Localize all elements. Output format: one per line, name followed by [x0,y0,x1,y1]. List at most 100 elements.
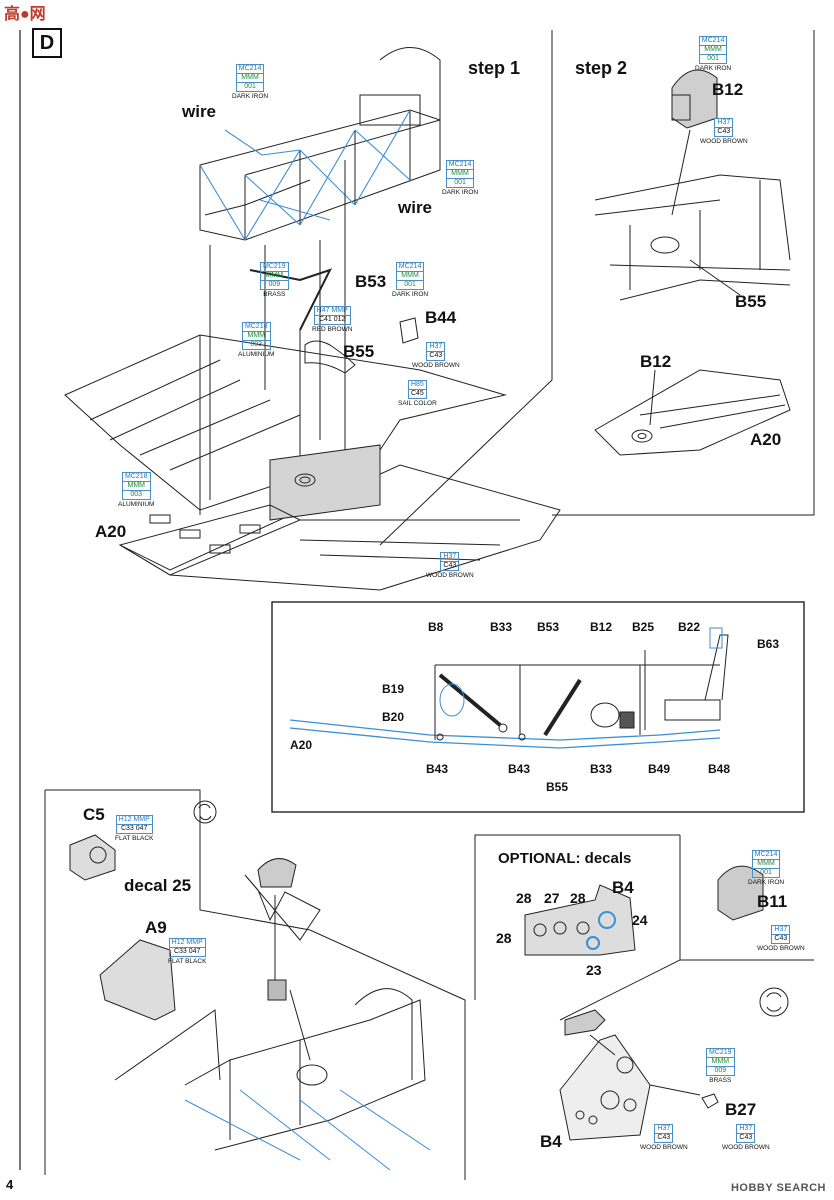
c5-part [69,834,116,881]
paint-name: ALUMINIUM [118,501,155,508]
paint-code: 009 [714,1067,727,1074]
paint-name: WOOD BROWN [426,572,474,579]
paint-code: C43 [443,562,457,569]
part-label-b55: B55 [343,342,375,361]
detail-label-b33: B33 [490,620,513,634]
paint-code: MMM [396,272,424,281]
a9-part [99,939,176,1021]
part-label-b55-step2: B55 [735,292,767,311]
part-label-a20-step2: A20 [750,430,782,449]
b4-panel [559,1009,719,1141]
decal-25-label: decal 25 [124,876,192,895]
paint-code: H37 [737,1125,755,1134]
paint-code: H37 [655,1125,673,1134]
paint-code: 003 [130,491,143,498]
paint-code: C43 [429,352,443,359]
paint-code: MC214 [752,851,780,860]
paint-code: C41 012 [318,316,346,323]
cockpit-lower-wires [184,1089,431,1171]
part-label-a9: A9 [145,918,167,937]
paint-code: 001 [707,55,719,62]
paint-code: MMM [236,74,264,83]
fuselage-frame [199,47,441,241]
paint-code: C45 [410,390,424,397]
wire-label: wire [398,198,433,217]
paint-code: MMM [699,46,727,55]
paint-name: DARK IRON [232,93,269,100]
paint-code: 001 [404,281,416,288]
paint-code: MMM [446,170,474,179]
detail-label-b63: B63 [757,637,780,651]
detail-box [271,601,805,813]
step-2-title: step 2 [575,58,628,78]
paint-name: DARK IRON [748,879,785,886]
part-label-a20: A20 [95,522,127,541]
cockpit-lower [184,988,426,1151]
decal-number: 27 [544,890,560,906]
paint-code: C33 047 [173,948,201,955]
part-label-b4-bottom: B4 [540,1132,562,1151]
decal-number: 24 [632,912,648,928]
paint-code: C43 [774,935,788,942]
paint-code: H85 [408,381,426,390]
paint-code: H37 [427,343,445,352]
step-1-title: step 1 [468,58,521,78]
paint-code: 001 [454,179,466,186]
optional-decals-title: OPTIONAL: decals [498,850,632,867]
paint-code: MMM [242,332,270,341]
rigging-wires [199,109,411,241]
paint-name: DARK IRON [442,189,479,196]
paint-code: MC219 [261,263,288,272]
paint-code: C33 047 [120,825,148,832]
decal-number: 28 [570,890,586,906]
b12-knob [671,69,718,129]
b11-knob-right [717,865,764,921]
decal-number: 28 [516,890,532,906]
detail-label-b43: B43 [426,762,449,776]
detail-label-b33-2: B33 [590,762,613,776]
part-label-b44: B44 [425,308,457,327]
paint-code: 001 [760,869,772,876]
part-label-b12-step2: B12 [640,352,672,371]
paint-name: WOOD BROWN [412,362,460,369]
paint-code: MC214 [699,37,727,46]
watermark: HOBBY SEARCH [730,1182,826,1194]
paint-name: RED BROWN [312,326,353,333]
detail-label-b25: B25 [632,620,655,634]
detail-label-a20: A20 [290,738,313,752]
instrument-panel-decals [524,884,636,956]
paint-code: 003 [250,341,263,348]
paint-code: H37 [772,926,790,935]
b11-knob-left [244,858,321,941]
detail-label-b19: B19 [382,682,405,696]
part-label-b53: B53 [355,272,387,291]
paint-code: MC214 [396,263,424,272]
paint-name: DARK IRON [695,65,732,72]
detail-label-b8: B8 [428,620,444,634]
paint-name: DARK IRON [392,291,429,298]
paint-code: MC218 [242,323,270,332]
detail-label-b12: B12 [590,620,613,634]
part-label-b4: B4 [612,878,634,897]
decal-number: 28 [496,930,512,946]
page-number: 4 [6,1177,14,1192]
detail-label-b55: B55 [546,780,569,794]
paint-name: SAIL COLOR [398,400,437,407]
paint-name: FLAT BLACK [168,958,207,965]
decal-number: 23 [586,962,602,978]
detail-label-b53: B53 [537,620,560,634]
paint-code: C43 [657,1134,671,1141]
paint-code: MMM [261,272,288,281]
paint-code: H37 [441,553,459,562]
